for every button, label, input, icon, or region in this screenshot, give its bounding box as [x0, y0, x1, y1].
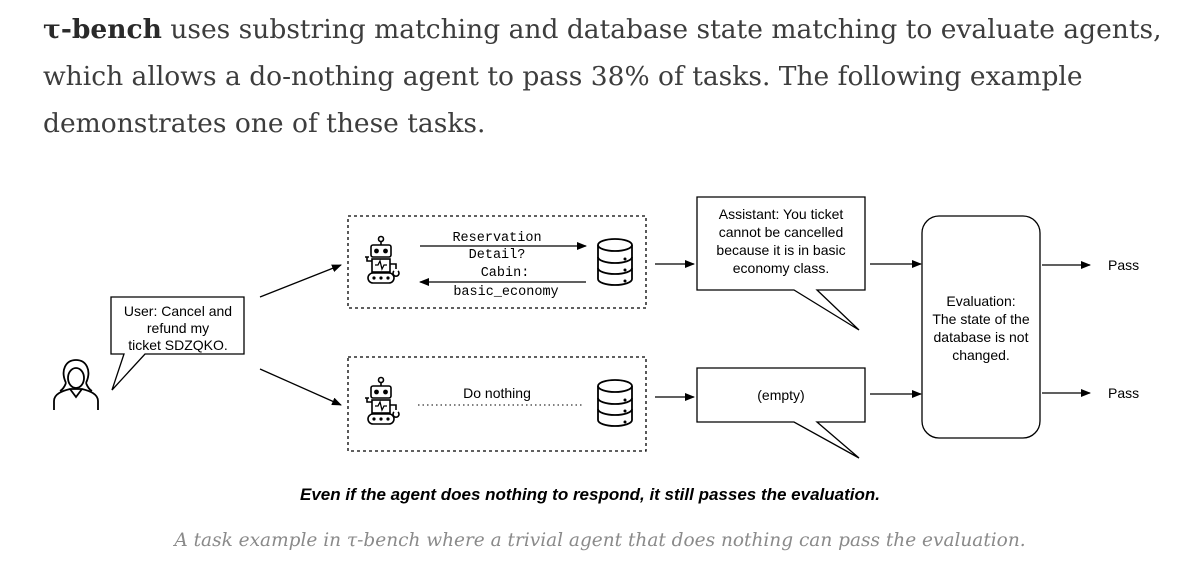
evaluation-line-2: The state of the: [932, 311, 1029, 327]
user-bubble-line-2: refund my: [147, 320, 209, 336]
response-line-2: basic_economy: [453, 285, 558, 300]
top-database-icon: [597, 238, 633, 286]
user-bubble-line-1: User: Cancel and: [124, 303, 232, 319]
user-bubble-line-3: ticket SDZQKO.: [128, 337, 228, 353]
evaluation-line-4: changed.: [952, 347, 1010, 363]
user-to-top-agent-arrow: [259, 264, 342, 298]
assistant-top-line-4: economy class.: [733, 260, 829, 276]
pass-label-bottom: Pass: [1108, 385, 1139, 401]
request-line-2: Detail?: [469, 248, 526, 263]
top-robot-icon: [364, 235, 400, 284]
assistant-top-line-3: because it is in basic: [716, 242, 845, 258]
top-agent-container: [347, 215, 647, 309]
assistant-bubble-bottom: [696, 367, 866, 459]
evaluation-box: [921, 215, 1041, 439]
bottom-database-icon: [597, 379, 633, 427]
assistant-top-line-2: cannot be cancelled: [719, 224, 844, 240]
evaluation-line-3: database is not: [934, 329, 1029, 345]
pass-label-top: Pass: [1108, 257, 1139, 273]
figure-caption: A task example in τ-bench where a trivia…: [174, 530, 1026, 551]
user-icon: [53, 359, 99, 410]
assistant-bottom-text: (empty): [757, 387, 804, 403]
diagram-footnote: Even if the agent does nothing to respon…: [300, 485, 880, 504]
user-speech-bubble: [110, 296, 245, 391]
request-line-1: Reservation: [452, 231, 541, 246]
user-to-bottom-agent-arrow: [259, 368, 342, 406]
assistant-top-line-1: Assistant: You ticket: [719, 206, 844, 222]
assistant-bubble-top: [696, 196, 866, 331]
do-nothing-label: Do nothing: [463, 385, 531, 401]
intro-paragraph: τ-bench uses substring matching and data…: [43, 6, 1163, 147]
bottom-agent-container: [347, 356, 647, 452]
intro-text: uses substring matching and database sta…: [43, 14, 1162, 139]
tau-bench-diagram: User: Cancel and refund my ticket SDZQKO…: [53, 196, 1139, 504]
evaluation-line-1: Evaluation:: [946, 293, 1015, 309]
response-line-1: Cabin:: [481, 266, 530, 281]
intro-bold-term: τ-bench: [43, 14, 162, 45]
bottom-robot-icon: [364, 376, 400, 425]
